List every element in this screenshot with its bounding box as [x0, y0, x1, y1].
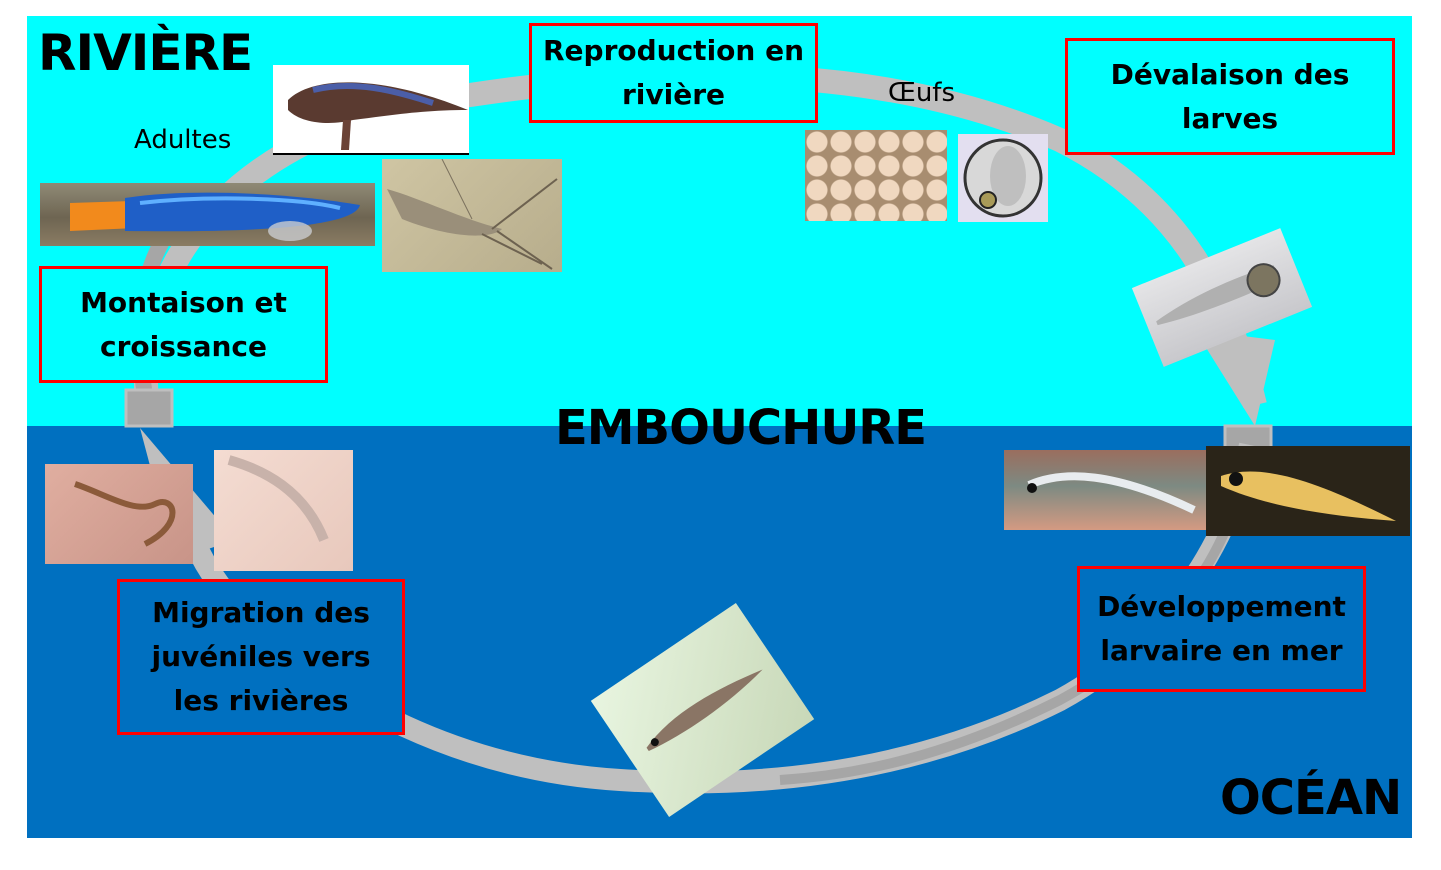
arrow-stem-left — [124, 388, 174, 428]
stage-migration: Migration des juvéniles vers les rivière… — [117, 579, 405, 735]
photo-juvenile-goby — [45, 464, 193, 564]
photo-eggs-cluster — [805, 130, 947, 221]
photo-larva-yolk — [1131, 228, 1313, 367]
stage-montaison: Montaison et croissance — [39, 266, 328, 383]
zone-label-ocean: OCÉAN — [1220, 770, 1402, 826]
photo-larva-shrimp — [1004, 450, 1207, 530]
caption-eggs: Œufs — [888, 78, 955, 108]
arrowhead-down-icon — [1195, 330, 1275, 426]
photo-juvenile-shrimp — [214, 450, 353, 571]
caption-adults: Adultes — [134, 125, 232, 155]
photo-adult-goby-blue — [40, 183, 375, 246]
zone-label-estuary: EMBOUCHURE — [555, 400, 927, 456]
photo-egg-single — [958, 134, 1048, 222]
photo-marine-larva — [590, 603, 815, 817]
stage-reproduction: Reproduction en rivière — [529, 23, 818, 123]
stage-developpement: Développement larvaire en mer — [1077, 566, 1366, 692]
photo-adult-goby-brown — [273, 65, 469, 155]
zone-label-river: RIVIÈRE — [38, 24, 253, 82]
arc-lower-core — [779, 468, 1250, 785]
stage-devalaison: Dévalaison des larves — [1065, 38, 1395, 155]
photo-larva-fish — [1206, 446, 1410, 536]
photo-adult-shrimp — [382, 159, 562, 272]
